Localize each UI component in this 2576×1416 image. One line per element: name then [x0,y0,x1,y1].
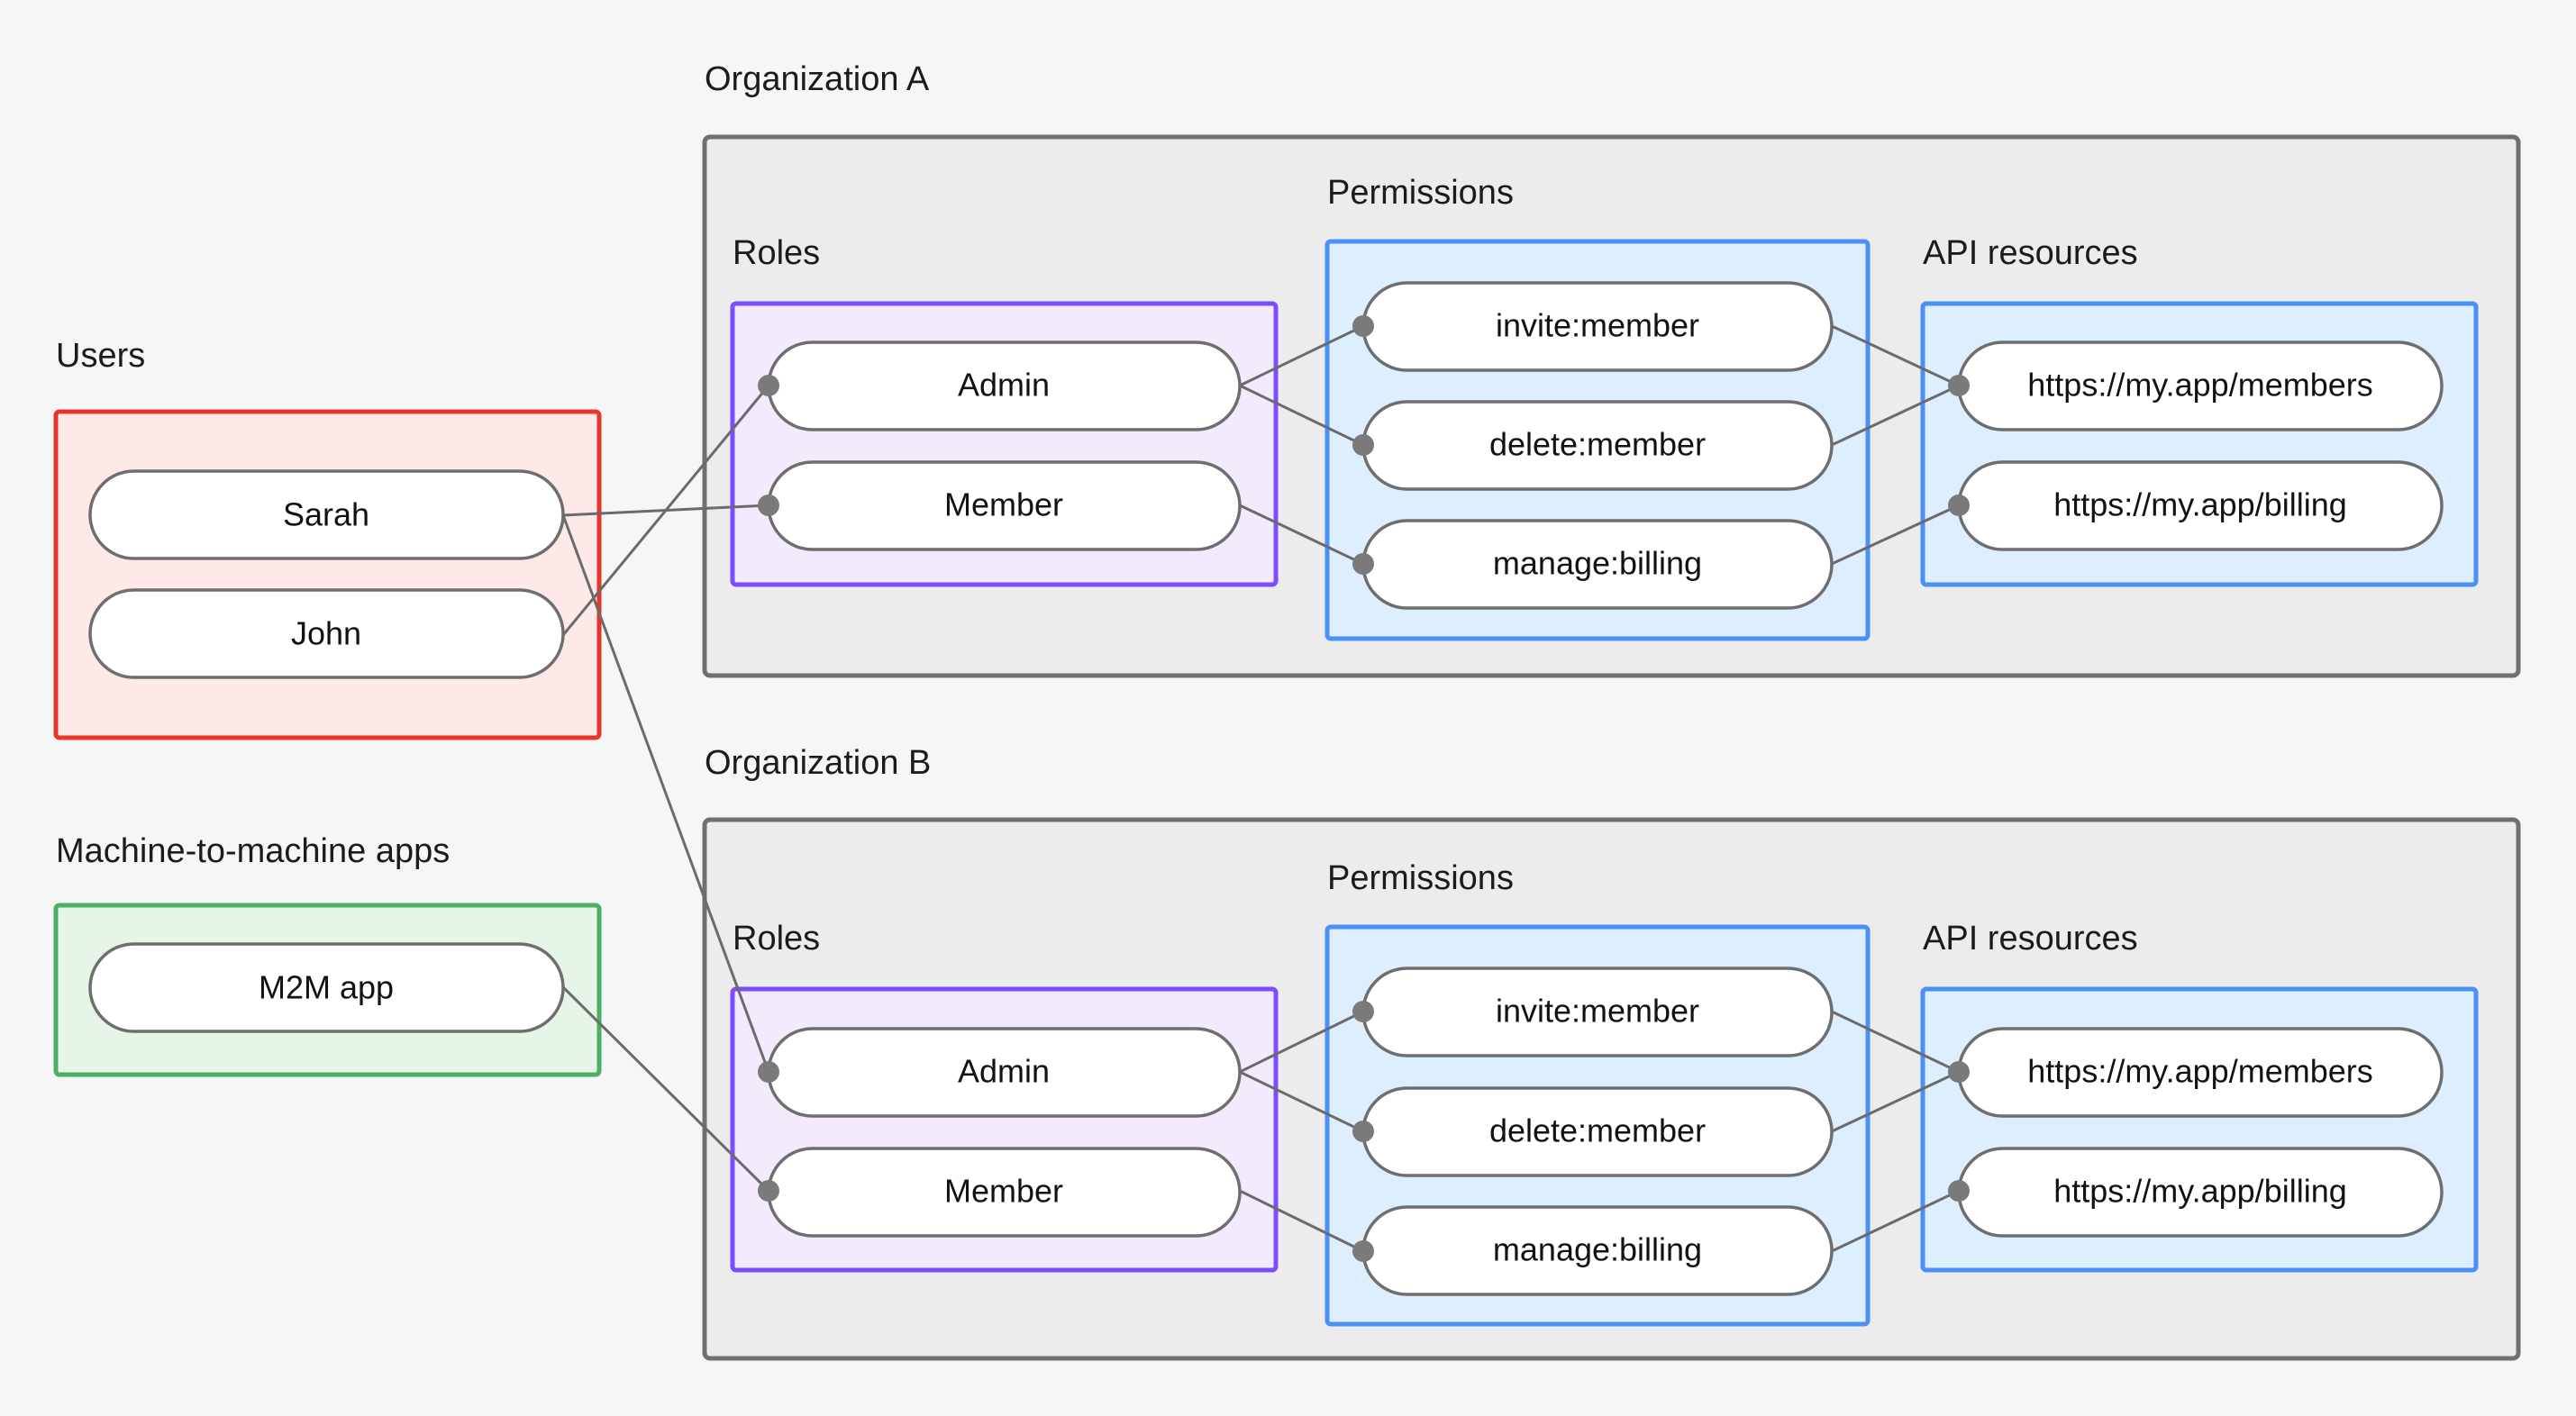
anchor-dot [758,495,779,516]
anchor-dot [1352,315,1374,337]
users-items: Sarah John [88,469,565,679]
anchor-dot [1948,1180,1970,1202]
user-label-sarah: Sarah [283,496,369,533]
list-item[interactable]: Admin [767,1027,1242,1118]
org-b-role-label-admin: Admin [958,1053,1050,1090]
org-a-api-items: https://my.app/members https://my.app/bi… [1957,340,2444,551]
anchor-dot [1352,553,1374,575]
org-a-role-label-member: Member [944,486,1063,523]
edge-orgB-admin-invite [1239,1010,1364,1074]
org-a-permissions-label: Permissions [1327,174,1514,212]
edge-orgB-member-billing [1239,1189,1364,1253]
m2m-label: Machine-to-machine apps [56,832,450,870]
edge-orgA-member-billing [1239,504,1364,566]
org-b-api-label-billing: https://my.app/billing [2053,1173,2347,1210]
user-pill-sarah[interactable] [88,469,565,560]
list-item[interactable]: M2M app [88,942,565,1033]
anchor-dot [1948,495,1970,516]
org-b-permissions-label: Permissions [1327,859,1514,897]
edge-orgA-invite-members [1831,324,1960,387]
organization-a-label: Organization A [705,60,930,98]
list-item[interactable]: https://my.app/billing [1957,460,2444,551]
list-item[interactable]: delete:member [1361,400,1834,491]
org-b-api-items: https://my.app/members https://my.app/bi… [1957,1027,2444,1238]
anchor-dot [758,1061,779,1083]
org-b-roles-label: Roles [733,920,820,958]
anchor-dot [1948,375,1970,396]
org-b-role-label-member: Member [944,1173,1063,1210]
m2m-pill-app[interactable] [88,942,565,1033]
org-b-api-label-members: https://my.app/members [2027,1053,2372,1090]
org-a-api-label: API resources [1923,234,2138,272]
org-a-roles-label: Roles [733,234,820,272]
edge-m2m-orgB-member [561,985,770,1193]
anchor-dot [1352,1001,1374,1022]
edge-sarah-orgB-admin [561,514,770,1073]
anchor-dot [758,375,779,396]
users-label: Users [56,337,145,375]
org-b-roles-items: Admin Member [767,1027,1242,1238]
org-b-api-label: API resources [1923,920,2138,958]
user-label-john: John [291,615,361,652]
org-a-permission-label-invite-member: invite:member [1496,307,1699,344]
org-a-roles-items: Admin Member [767,340,1242,551]
edge-orgB-admin-delete [1239,1070,1364,1133]
list-item[interactable]: invite:member [1361,281,1834,372]
anchor-dot [1352,1121,1374,1142]
org-b-permission-label-invite-member: invite:member [1496,993,1699,1030]
list-item[interactable]: Member [767,460,1242,551]
list-item[interactable]: John [88,588,565,679]
connector-edges [561,324,1960,1253]
list-item[interactable]: Admin [767,340,1242,431]
list-item[interactable]: delete:member [1361,1086,1834,1177]
user-pill-john[interactable] [88,588,565,679]
org-b-permission-label-delete-member: delete:member [1489,1112,1706,1149]
org-b-permission-label-manage-billing: manage:billing [1493,1231,1702,1268]
list-item[interactable]: manage:billing [1361,1205,1834,1296]
edge-orgB-invite-members [1831,1010,1960,1074]
m2m-items: M2M app [88,942,565,1033]
org-a-role-label-admin: Admin [958,367,1050,404]
edge-orgA-admin-delete [1239,384,1364,447]
edge-orgB-delete-members [1831,1070,1960,1133]
org-a-api-label-billing: https://my.app/billing [2053,486,2347,523]
anchor-dot [1352,1240,1374,1262]
list-item[interactable]: invite:member [1361,967,1834,1057]
list-item[interactable]: Sarah [88,469,565,560]
anchor-dot [758,1180,779,1202]
list-item[interactable]: https://my.app/members [1957,340,2444,431]
edge-orgB-billing-resource [1831,1189,1960,1253]
edge-orgA-admin-invite [1239,324,1364,387]
org-a-api-label-members: https://my.app/members [2027,367,2372,404]
list-item[interactable]: https://my.app/members [1957,1027,2444,1118]
connector-dots [758,315,1970,1262]
list-item[interactable]: https://my.app/billing [1957,1147,2444,1238]
org-b-permission-items: invite:member delete:member manage:billi… [1361,967,1834,1296]
anchor-dot [1352,434,1374,456]
list-item[interactable]: Member [767,1147,1242,1238]
org-a-permission-items: invite:member delete:member manage:billi… [1361,281,1834,610]
organization-b-label: Organization B [705,744,931,782]
edge-john-orgA-admin [561,385,770,636]
anchor-dot [1948,1061,1970,1083]
users-box [53,409,602,740]
edge-orgA-delete-members [1831,384,1960,447]
org-a-permission-label-manage-billing: manage:billing [1493,545,1702,582]
edge-orgA-billing-resource [1831,504,1960,566]
list-item[interactable]: manage:billing [1361,519,1834,610]
m2m-label-app: M2M app [259,969,394,1006]
org-a-permission-label-delete-member: delete:member [1489,426,1706,463]
